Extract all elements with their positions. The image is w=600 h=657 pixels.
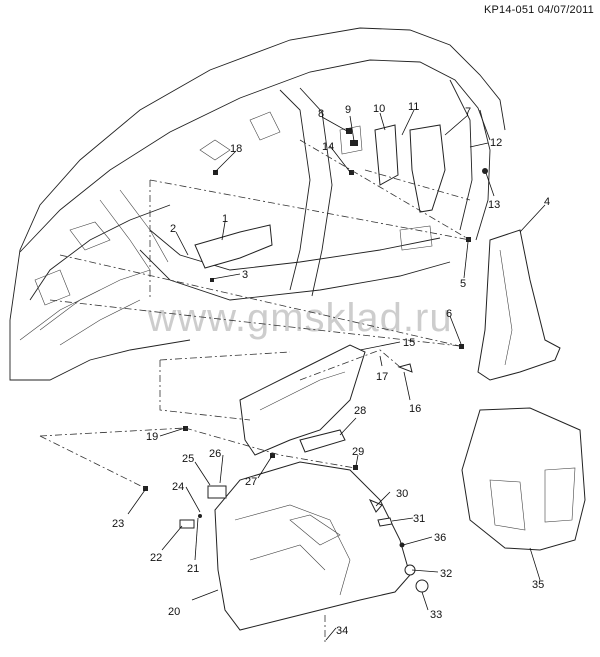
body-side-frame <box>9 27 506 381</box>
callout-21: 21 <box>187 563 199 575</box>
rear-quarter-trim-panel <box>214 461 411 631</box>
callout-25: 25 <box>182 453 194 465</box>
callout-23: 23 <box>112 518 124 530</box>
callout-9: 9 <box>345 104 351 116</box>
callout-30: 30 <box>396 488 408 500</box>
callout-3: 3 <box>242 269 248 281</box>
callout-24: 24 <box>172 481 184 493</box>
callout-33: 33 <box>430 609 442 621</box>
callout-32: 32 <box>440 568 452 580</box>
callout-2: 2 <box>170 223 176 235</box>
callout-7: 7 <box>465 106 471 118</box>
drawing-code: KP14-051 04/07/2011 <box>483 4 594 16</box>
b-pillar-trim <box>477 229 561 381</box>
callout-19: 19 <box>146 431 158 443</box>
callout-35: 35 <box>532 579 544 591</box>
callout-29: 29 <box>352 446 364 458</box>
callout-6: 6 <box>446 308 452 320</box>
callout-4: 4 <box>544 196 550 208</box>
callout-16: 16 <box>409 403 421 415</box>
callout-11: 11 <box>408 101 419 113</box>
callout-5: 5 <box>460 278 466 290</box>
liftgate-trim <box>461 407 586 551</box>
callout-27: 27 <box>245 476 257 488</box>
callout-26: 26 <box>209 448 221 460</box>
callout-22: 22 <box>150 552 162 564</box>
callout-15: 15 <box>403 337 415 349</box>
callout-12: 12 <box>490 137 502 149</box>
sill-trim <box>194 224 273 269</box>
callout-31: 31 <box>413 513 425 525</box>
callout-34: 34 <box>336 625 348 637</box>
callout-labels: 1 2 3 4 5 6 7 8 9 10 11 12 13 14 15 16 1… <box>112 101 550 637</box>
callout-18: 18 <box>230 143 242 155</box>
installation-lines <box>39 139 471 645</box>
callout-14: 14 <box>322 141 334 153</box>
callout-17: 17 <box>376 371 388 383</box>
c-pillar-trim <box>239 344 366 456</box>
callout-10: 10 <box>373 103 385 115</box>
callout-36: 36 <box>434 532 446 544</box>
callout-8: 8 <box>318 108 324 120</box>
leader-lines <box>127 109 546 641</box>
upper-pillar-trims <box>374 124 446 213</box>
callout-20: 20 <box>168 606 180 618</box>
callout-13: 13 <box>488 199 500 211</box>
callout-1: 1 <box>222 213 228 225</box>
callout-28: 28 <box>354 405 366 417</box>
